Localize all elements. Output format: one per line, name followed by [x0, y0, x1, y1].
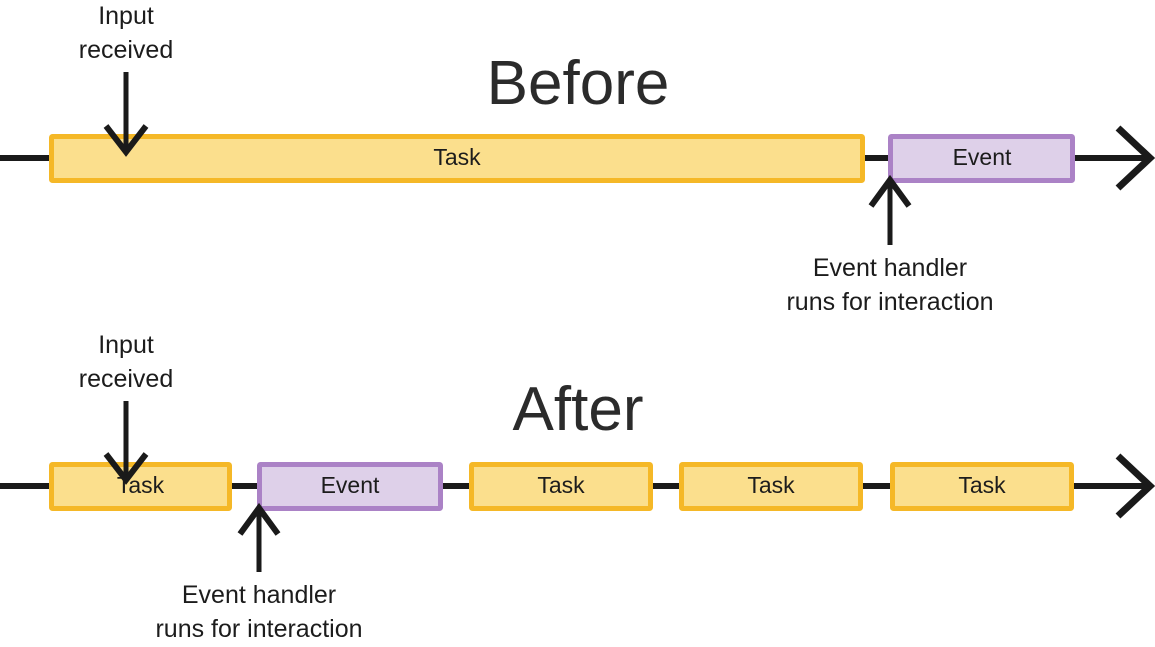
before-task-label: Task — [433, 144, 481, 170]
after-task-rect-4[interactable] — [890, 462, 1074, 511]
before-timeline-arrow-icon — [1115, 125, 1155, 191]
after-event-label: Event — [321, 472, 380, 498]
after-task-block-2[interactable]: Task — [469, 462, 653, 511]
after-task-label-4: Task — [958, 472, 1006, 498]
after-timeline-arrow-icon — [1115, 453, 1155, 519]
after-task-rect-3[interactable] — [679, 462, 863, 511]
after-handler-annotation: Event handler runs for interaction — [155, 502, 363, 643]
after-title: After — [513, 375, 644, 444]
before-input-arrow-down-icon — [103, 124, 149, 157]
after-task-block-3[interactable]: Task — [679, 462, 863, 511]
after-task-label-2: Task — [537, 472, 585, 498]
before-handler-arrow-up-icon — [868, 174, 912, 208]
after-event-rect[interactable] — [257, 462, 443, 511]
before-handler-annotation: Event handler runs for interaction — [786, 174, 994, 316]
before-input-annotation: Input received — [79, 2, 174, 157]
after-input-arrow-down-icon — [103, 452, 149, 485]
before-input-label-line1: Input — [98, 2, 154, 30]
before-handler-label-line1: Event handler — [813, 254, 967, 282]
after-input-annotation: Input received — [79, 331, 174, 485]
before-title: Before — [487, 49, 670, 118]
after-task-block-4[interactable]: Task — [890, 462, 1074, 511]
before-event-rect[interactable] — [888, 134, 1075, 183]
before-task-rect[interactable] — [49, 134, 865, 183]
after-input-label-line1: Input — [98, 331, 154, 359]
after-handler-label-line2: runs for interaction — [155, 615, 362, 643]
after-input-label-line2: received — [79, 365, 174, 393]
before-input-label-line2: received — [79, 36, 174, 64]
before-task-block[interactable]: Task — [49, 134, 865, 183]
after-section: After Task Event Task — [0, 331, 1155, 643]
before-event-label: Event — [953, 144, 1012, 170]
after-handler-label-line1: Event handler — [182, 581, 336, 609]
before-handler-label-line2: runs for interaction — [786, 288, 993, 316]
after-task-rect-2[interactable] — [469, 462, 653, 511]
after-task-block-1[interactable]: Task — [49, 462, 232, 511]
after-task-label-3: Task — [747, 472, 795, 498]
after-handler-arrow-up-icon — [237, 502, 281, 536]
before-event-block[interactable]: Event — [888, 134, 1075, 183]
before-section: Before Task Event Input received — [0, 2, 1155, 316]
after-event-block[interactable]: Event — [257, 462, 443, 511]
